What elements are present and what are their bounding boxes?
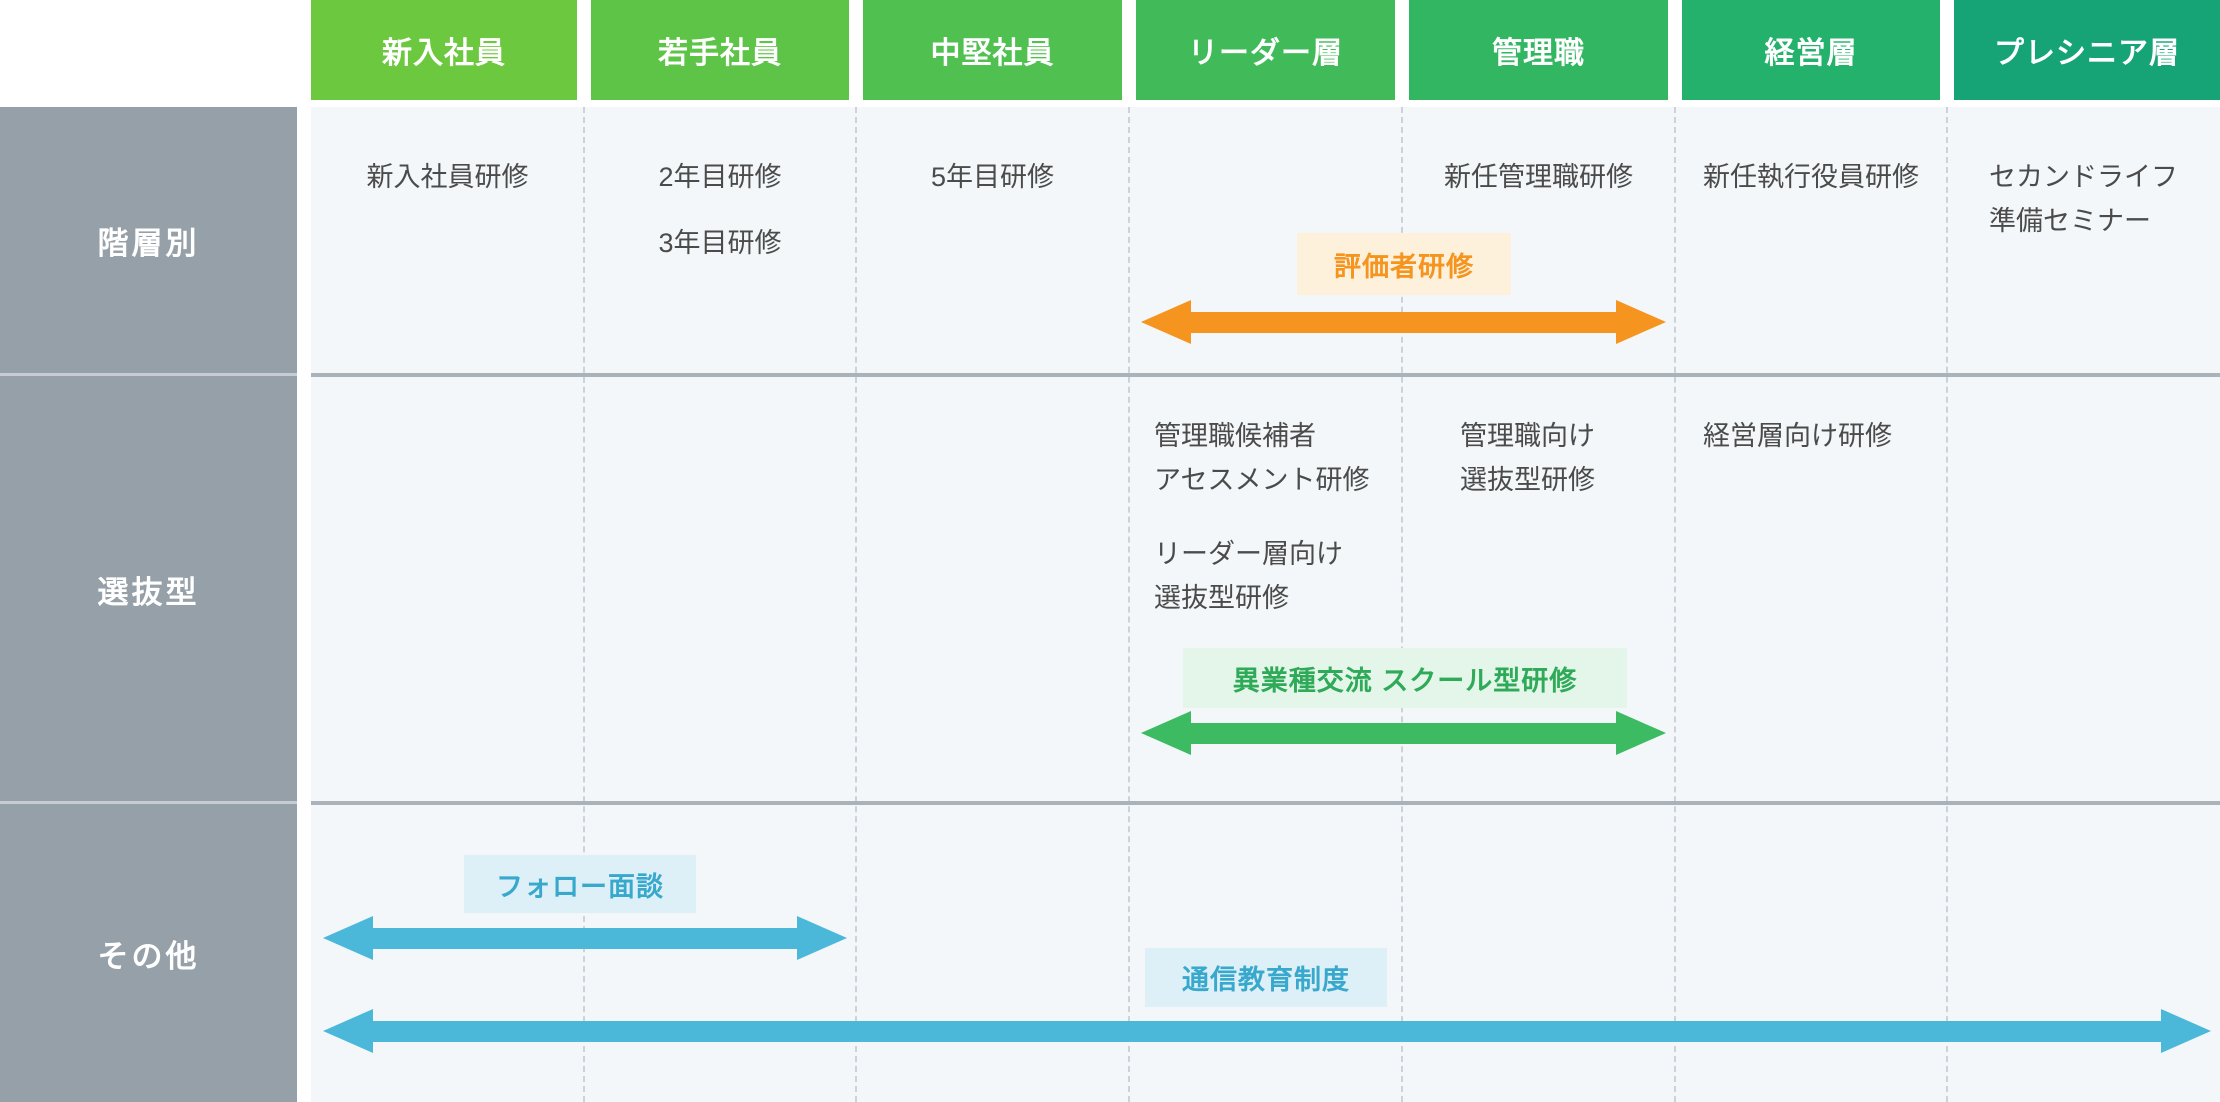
program-third-year-training: 3年目研修 — [584, 221, 856, 265]
column-header-label: 新入社員 — [382, 37, 506, 70]
program-executive-training: 経営層向け研修 — [1703, 414, 1892, 458]
arrow-head-right — [797, 916, 847, 960]
annotation-label-follow-up-interview: フォロー面談 — [464, 855, 696, 913]
column-separator-dashed-line — [1128, 107, 1130, 1102]
arrow-shaft — [373, 927, 797, 949]
arrow-head-right — [2161, 1009, 2211, 1053]
column-header-3: 中堅社員 — [863, 0, 1122, 100]
program-line: 準備セミナー — [1989, 206, 2151, 236]
column-header-1: 新入社員 — [311, 0, 577, 100]
row-label-sidebar — [0, 107, 297, 1102]
program-line: アセスメント研修 — [1154, 465, 1370, 495]
sidebar-row-divider — [0, 801, 297, 804]
program-line: 選抜型研修 — [1154, 583, 1289, 613]
annotation-arrow-follow-up-interview — [323, 916, 847, 960]
annotation-label-text: 評価者研修 — [1334, 251, 1474, 282]
sidebar-row-divider — [0, 373, 297, 376]
program-new-employee-training: 新入社員研修 — [311, 155, 584, 199]
arrow-head-left — [1141, 711, 1191, 755]
row-label-text: 階層別 — [97, 225, 200, 261]
column-header-7: プレシニア層 — [1954, 0, 2220, 100]
column-header-label: 若手社員 — [658, 37, 782, 70]
program-line: 経営層向け研修 — [1703, 421, 1892, 451]
program-manager-candidate-assessment: 管理職候補者アセスメント研修 — [1154, 414, 1369, 502]
row-label-other: その他 — [0, 805, 297, 1102]
program-line: 3年目研修 — [658, 228, 782, 258]
column-header-4: リーダー層 — [1136, 0, 1395, 100]
program-new-executive-training: 新任執行役員研修 — [1675, 155, 1947, 199]
column-header-label: 管理職 — [1492, 37, 1585, 70]
arrow-head-right — [1616, 300, 1666, 344]
column-header-6: 経営層 — [1682, 0, 1940, 100]
program-new-manager-training: 新任管理職研修 — [1402, 155, 1675, 199]
program-line: 選抜型研修 — [1460, 465, 1595, 495]
annotation-arrow-correspondence-education — [323, 1009, 2211, 1053]
program-line: セカンドライフ — [1989, 162, 2178, 192]
program-line: 管理職向け — [1460, 421, 1595, 451]
column-header-label: 経営層 — [1764, 37, 1858, 70]
annotation-arrow-cross-industry-school — [1141, 711, 1666, 755]
row-label-text: 選抜型 — [97, 574, 200, 610]
column-separator-dashed-line — [1401, 107, 1403, 1102]
annotation-label-cross-industry-school: 異業種交流 スクール型研修 — [1183, 648, 1627, 708]
program-line: 新任執行役員研修 — [1703, 162, 1919, 192]
program-line: 5年目研修 — [930, 162, 1055, 192]
column-header-label: リーダー層 — [1188, 37, 1343, 70]
column-header-label: 中堅社員 — [930, 37, 1055, 70]
arrow-head-left — [1141, 300, 1191, 344]
column-separator-dashed-line — [583, 107, 585, 1102]
arrow-head-right — [1616, 711, 1666, 755]
program-line: 管理職候補者 — [1154, 421, 1316, 451]
row-label-hierarchy: 階層別 — [0, 107, 297, 373]
annotation-arrow-evaluator-training — [1141, 300, 1666, 344]
column-header-2: 若手社員 — [591, 0, 849, 100]
arrow-shaft — [373, 1020, 2161, 1042]
annotation-label-text: 通信教育制度 — [1182, 965, 1350, 995]
row-label-selective: 選抜型 — [0, 377, 297, 801]
annotation-label-text: 異業種交流 スクール型研修 — [1232, 665, 1578, 696]
program-line: 新入社員研修 — [366, 162, 529, 192]
program-line: 2年目研修 — [658, 162, 782, 192]
program-leader-selective-training: リーダー層向け選抜型研修 — [1154, 532, 1343, 620]
column-header-label: プレシニア層 — [1994, 37, 2180, 70]
column-separator-dashed-line — [855, 107, 857, 1102]
column-separator-dashed-line — [1674, 107, 1676, 1102]
column-header-5: 管理職 — [1409, 0, 1668, 100]
column-separator-dashed-line — [1946, 107, 1948, 1102]
program-fifth-year-training: 5年目研修 — [856, 155, 1129, 199]
annotation-label-text: フォロー面談 — [496, 871, 664, 902]
annotation-label-correspondence-education: 通信教育制度 — [1145, 948, 1387, 1007]
annotation-label-evaluator-training: 評価者研修 — [1297, 233, 1511, 295]
program-second-year-training: 2年目研修 — [584, 155, 856, 199]
row-divider — [311, 373, 2220, 377]
arrow-head-left — [323, 916, 373, 960]
arrow-shaft — [1191, 722, 1616, 744]
program-second-life-seminar: セカンドライフ準備セミナー — [1989, 155, 2178, 243]
arrow-shaft — [1191, 311, 1616, 333]
program-line: リーダー層向け — [1154, 539, 1343, 569]
program-manager-selective-training: 管理職向け選抜型研修 — [1460, 414, 1595, 502]
row-divider — [311, 801, 2220, 805]
arrow-head-left — [323, 1009, 373, 1053]
program-line: 新任管理職研修 — [1444, 162, 1633, 192]
row-label-text: その他 — [97, 939, 200, 974]
